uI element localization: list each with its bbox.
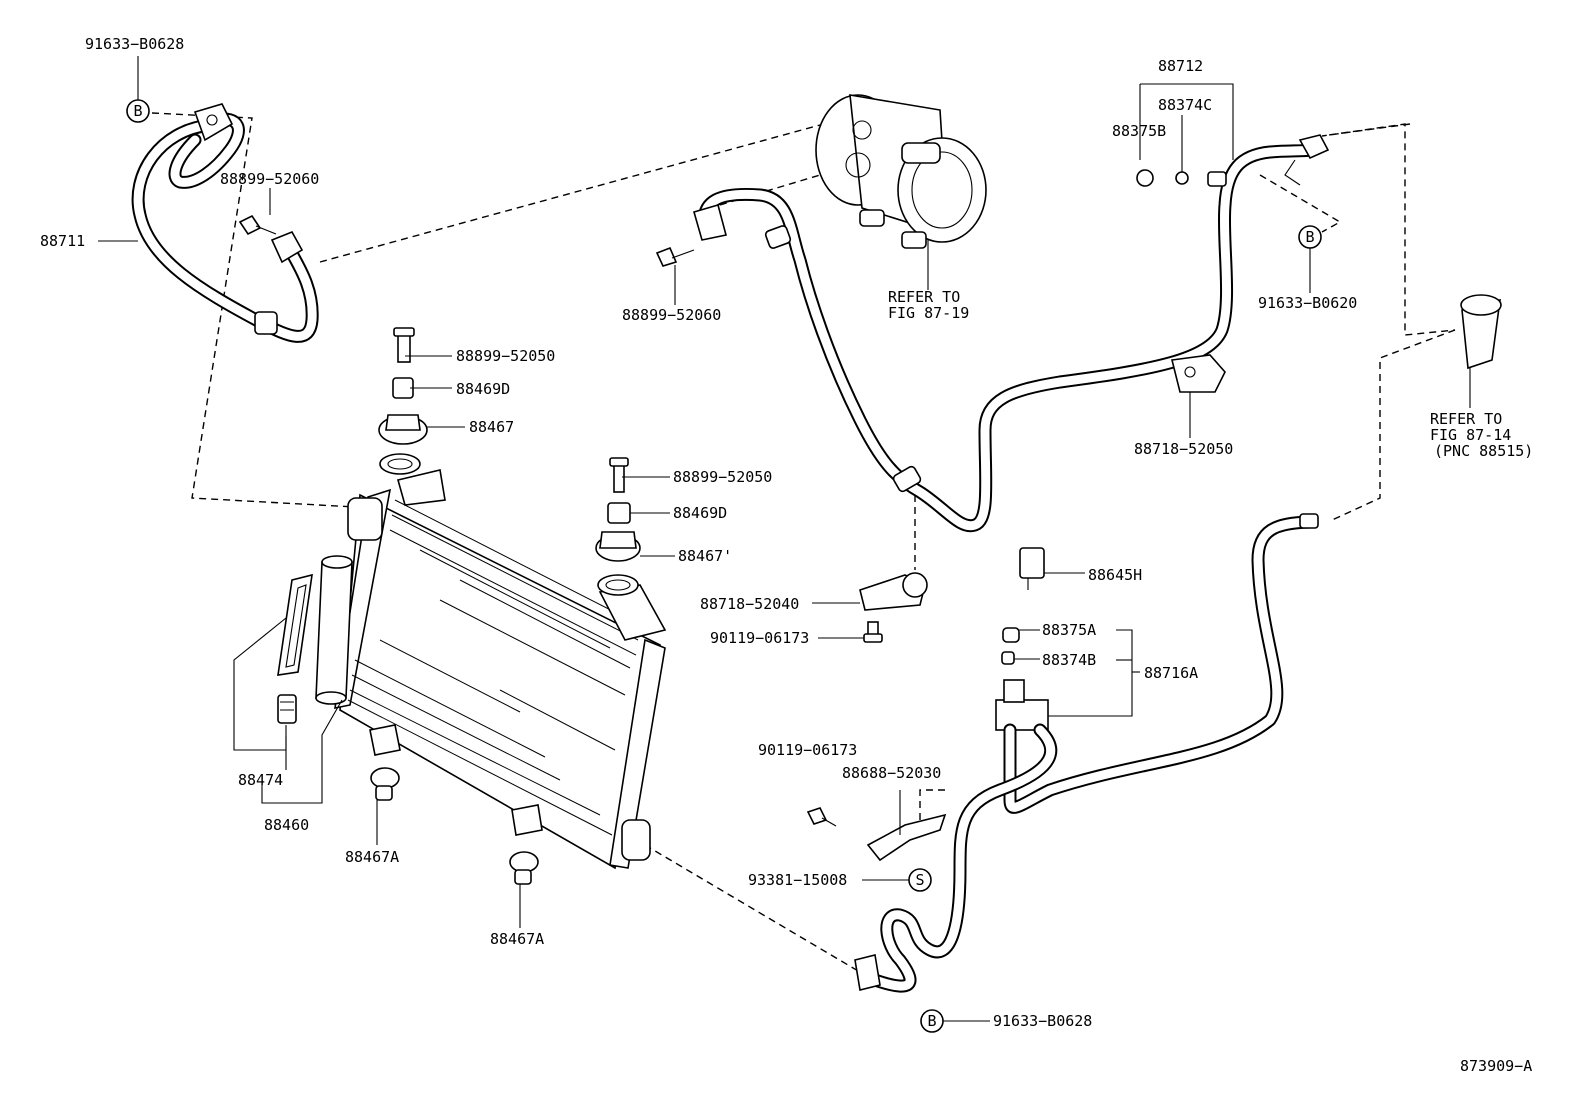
label-88460: 88460 xyxy=(264,816,309,834)
bracket-88718-52050 xyxy=(1171,354,1226,438)
label-88467-right: 88467' xyxy=(678,547,732,565)
condenser-88460 xyxy=(334,469,667,870)
marker-b-bottom: B xyxy=(920,1009,944,1033)
hose-88711 xyxy=(131,103,319,343)
label-refer-87-19-line2: FIG 87-19 xyxy=(888,304,969,322)
label-88375b: 88375B xyxy=(1112,122,1166,140)
label-88711: 88711 xyxy=(40,232,85,250)
valve-block-88716A xyxy=(995,547,1140,731)
leader-lines xyxy=(98,56,1311,1022)
marker-b-top-left: B xyxy=(126,99,150,123)
label-88374c: 88374C xyxy=(1158,96,1212,114)
label-88899-52060-center: 88899−52060 xyxy=(622,306,721,324)
condenser-fins xyxy=(347,499,641,836)
label-88718-52050: 88718−52050 xyxy=(1134,440,1233,458)
lower-mount-88467A-left xyxy=(370,767,400,801)
label-88899-52050-left: 88899−52050 xyxy=(456,347,555,365)
label-93381-15008: 93381−15008 xyxy=(748,871,847,889)
discharge-hose xyxy=(693,134,1330,533)
label-91633-b0620: 91633−B0620 xyxy=(1258,294,1357,312)
label-88469d-right: 88469D xyxy=(673,504,727,522)
label-refer-87-14-line1: REFER TO xyxy=(1430,410,1502,428)
fitting-88712-group xyxy=(1136,83,1234,187)
label-refer-87-19-line1: REFER TO xyxy=(888,288,960,306)
label-88688-52030: 88688−52030 xyxy=(842,764,941,782)
figure-id: 873909−A xyxy=(1460,1057,1532,1075)
label-90119-06173-lower: 90119−06173 xyxy=(758,741,857,759)
label-88718-52040: 88718−52040 xyxy=(700,595,799,613)
receiver-dryer xyxy=(315,555,353,705)
pressure-switch-ref-87-14 xyxy=(1460,294,1502,408)
svg-text:S: S xyxy=(915,871,924,889)
label-88712: 88712 xyxy=(1158,57,1203,75)
svg-text:B: B xyxy=(927,1012,936,1030)
label-88467a-left: 88467A xyxy=(345,848,399,866)
label-refer-87-14-line3: (PNC 88515) xyxy=(1434,442,1533,460)
filter-88474 xyxy=(277,573,313,724)
label-88716a: 88716A xyxy=(1144,664,1198,682)
marker-b-right: B xyxy=(1298,225,1322,249)
svg-text:B: B xyxy=(1305,228,1314,246)
mount-stack-right xyxy=(595,457,641,596)
label-88467-left: 88467 xyxy=(469,418,514,436)
marker-s: S xyxy=(908,868,932,892)
label-88374b: 88374B xyxy=(1042,651,1096,669)
bracket-88718-52040 xyxy=(859,572,928,643)
mount-stack-left xyxy=(378,327,428,475)
svg-text:B: B xyxy=(133,102,142,120)
label-88469d-left: 88469D xyxy=(456,380,510,398)
bracket-88688-52030 xyxy=(806,790,947,862)
label-88899-52050-right: 88899−52050 xyxy=(673,468,772,486)
compressor xyxy=(815,94,987,249)
label-88474: 88474 xyxy=(238,771,283,789)
label-88645h: 88645H xyxy=(1088,566,1142,584)
bolt-88899-52060-center xyxy=(655,246,695,267)
part-labels: 91633−B0628 88711 88899−52060 88899−5205… xyxy=(40,35,1533,1075)
label-91633-b0628-top: 91633−B0628 xyxy=(85,35,184,53)
liquid-and-suction-pipes xyxy=(854,513,1319,993)
bolt-88899-52060-left xyxy=(238,214,277,236)
label-88375a: 88375A xyxy=(1042,621,1096,639)
lower-mount-88467A-right xyxy=(509,851,539,885)
label-refer-87-14-line2: FIG 87-14 xyxy=(1430,426,1511,444)
label-88899-52060-left: 88899−52060 xyxy=(220,170,319,188)
label-90119-06173-center: 90119−06173 xyxy=(710,629,809,647)
label-88467a-right: 88467A xyxy=(490,930,544,948)
label-91633-b0628-bottom: 91633−B0628 xyxy=(993,1012,1092,1030)
